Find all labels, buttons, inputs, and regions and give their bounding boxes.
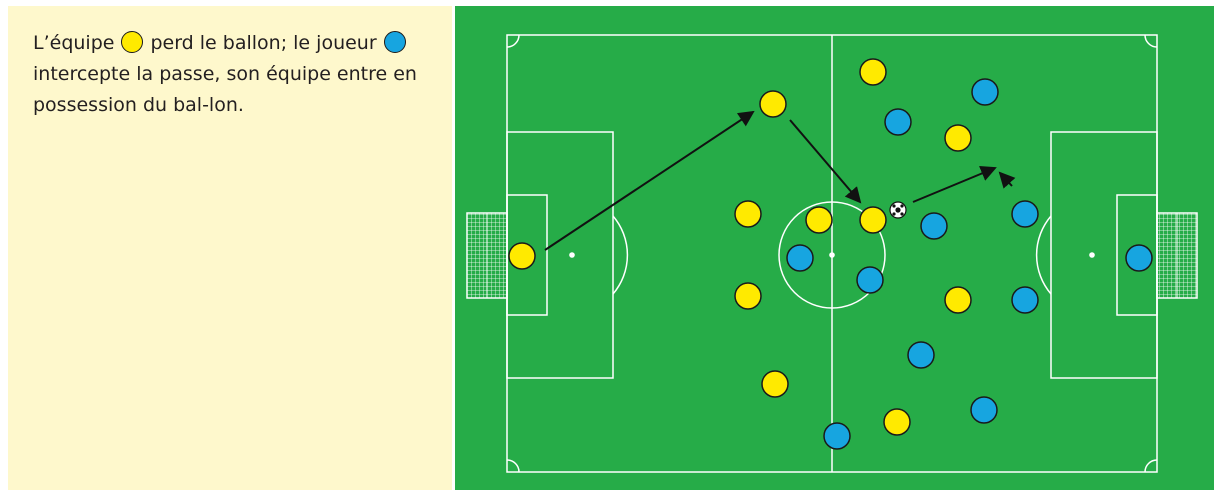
pitch-svg [455,6,1214,490]
caption-part-3: intercepte la passe, son équipe entre en… [33,63,417,116]
yellow-player-2 [760,91,786,117]
yellow-player-6 [735,283,761,309]
ball-patch-1 [895,207,900,212]
yellow-player-7 [762,371,788,397]
blue-player-8 [908,342,934,368]
right-penalty-spot [1089,252,1095,258]
blue-player-1 [972,79,998,105]
blue-player-7 [1012,287,1038,313]
left-penalty-spot [569,252,575,258]
pitch-grass [455,6,1214,490]
caption: L’équipe perd le ballon; le joueur interce… [33,28,428,121]
ball-patch-5 [900,212,903,215]
yellow-player-9 [945,125,971,151]
blue-player-4 [857,267,883,293]
right-goal [1157,213,1197,298]
ball-patch-2 [892,204,895,207]
yellow-player-10 [945,287,971,313]
caption-part-1: L’équipe [33,32,114,54]
blue-player-9 [971,397,997,423]
yellow-player-8 [860,59,886,85]
yellow-player-4 [806,207,832,233]
blue-player-icon [384,31,406,53]
text-panel: L’équipe perd le ballon; le joueur interce… [8,6,452,490]
center-spot [829,252,835,258]
blue-player-2 [885,109,911,135]
caption-part-2: perd le ballon; le joueur [150,32,376,54]
ball [890,202,906,218]
blue-player-11 [1126,245,1152,271]
ball-patch-4 [892,212,895,215]
blue-player-10 [824,423,850,449]
left-goal [467,213,507,298]
soccer-field [455,6,1214,490]
yellow-player-3 [735,201,761,227]
blue-player-3 [787,245,813,271]
yellow-player-11 [884,409,910,435]
yellow-player-1 [509,243,535,269]
ball-patch-3 [900,204,903,207]
blue-player-5 [921,213,947,239]
yellow-player-5 [860,207,886,233]
yellow-team-icon [121,31,143,53]
blue-player-6 [1012,201,1038,227]
